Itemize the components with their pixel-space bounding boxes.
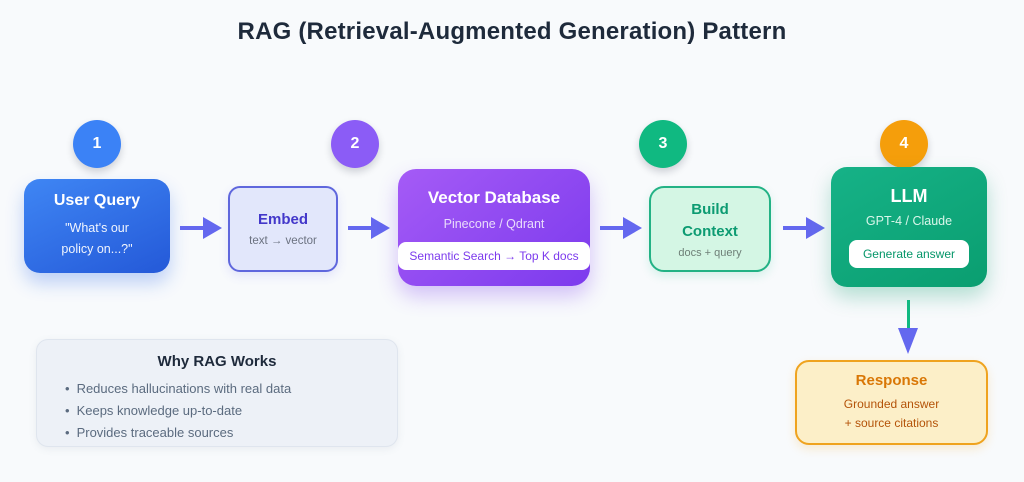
arrow-head <box>371 217 390 239</box>
node-subtitle: text → vector <box>249 235 317 247</box>
bullet-icon: • <box>65 403 70 418</box>
node-response: Response Grounded answer + source citati… <box>795 360 988 445</box>
node-build-context: Build Context docs + query <box>649 186 771 272</box>
semantic-search-badge: Semantic Search → Top K docs <box>398 241 590 270</box>
why-bullet-list: • Reduces hallucinations with real data … <box>37 381 397 440</box>
bullet-text: Reduces hallucinations with real data <box>76 381 292 396</box>
list-item: • Keeps knowledge up-to-date <box>65 403 397 418</box>
step-badge-1: 1 <box>73 120 121 168</box>
arrow-head <box>203 217 222 239</box>
arrow-shaft <box>600 226 623 230</box>
arrow-shaft <box>783 226 806 230</box>
generate-answer-badge: Generate answer <box>848 240 970 268</box>
bullet-icon: • <box>65 425 70 440</box>
node-title: Vector Database <box>427 187 561 207</box>
arrow-head <box>898 328 918 354</box>
node-title: Response <box>855 371 928 389</box>
node-subtitle: "What's our policy on...?" <box>61 221 133 256</box>
arrow-head <box>623 217 642 239</box>
node-subtitle: docs + query <box>678 246 742 259</box>
page-title: RAG (Retrieval-Augmented Generation) Pat… <box>237 18 787 45</box>
list-item: • Provides traceable sources <box>65 425 397 440</box>
node-title: LLM <box>890 186 928 206</box>
node-subtitle: Pinecone / Qdrant <box>443 216 545 231</box>
node-vector-database: Vector Database Pinecone / Qdrant Semant… <box>398 169 590 286</box>
node-title: Embed <box>257 211 308 228</box>
node-title: User Query <box>53 192 141 210</box>
step-number: 3 <box>658 135 668 152</box>
arrow-stem <box>906 300 910 329</box>
arrow-down-icon <box>898 300 918 354</box>
node-llm: LLM GPT-4 / Claude Generate answer <box>831 167 987 287</box>
bullet-icon: • <box>65 381 70 396</box>
step-badge-2: 2 <box>331 120 379 168</box>
node-embed: Embed text → vector <box>228 186 338 272</box>
step-badge-4: 4 <box>880 120 928 168</box>
bullet-text: Provides traceable sources <box>76 425 234 440</box>
node-subtitle: Grounded answer + source citations <box>843 396 940 430</box>
arrow-right-icon <box>348 217 390 239</box>
arrow-right-icon <box>600 217 642 239</box>
arrow-head <box>806 217 825 239</box>
list-item: • Reduces hallucinations with real data <box>65 381 397 396</box>
step-badge-3: 3 <box>639 120 687 168</box>
bullet-text: Keeps knowledge up-to-date <box>76 403 243 418</box>
node-title: Build Context <box>682 201 738 240</box>
arrow-right-icon <box>180 217 222 239</box>
why-rag-works-panel: Why RAG Works • Reduces hallucinations w… <box>36 339 398 447</box>
node-subtitle: GPT-4 / Claude <box>865 214 953 228</box>
step-number: 2 <box>350 135 360 152</box>
step-number: 1 <box>92 135 102 152</box>
step-number: 4 <box>899 135 909 152</box>
why-panel-title: Why RAG Works <box>157 353 277 370</box>
arrow-right-icon <box>783 217 825 239</box>
arrow-shaft <box>180 226 203 230</box>
node-user-query: User Query "What's our policy on...?" <box>24 179 170 273</box>
arrow-shaft <box>348 226 371 230</box>
